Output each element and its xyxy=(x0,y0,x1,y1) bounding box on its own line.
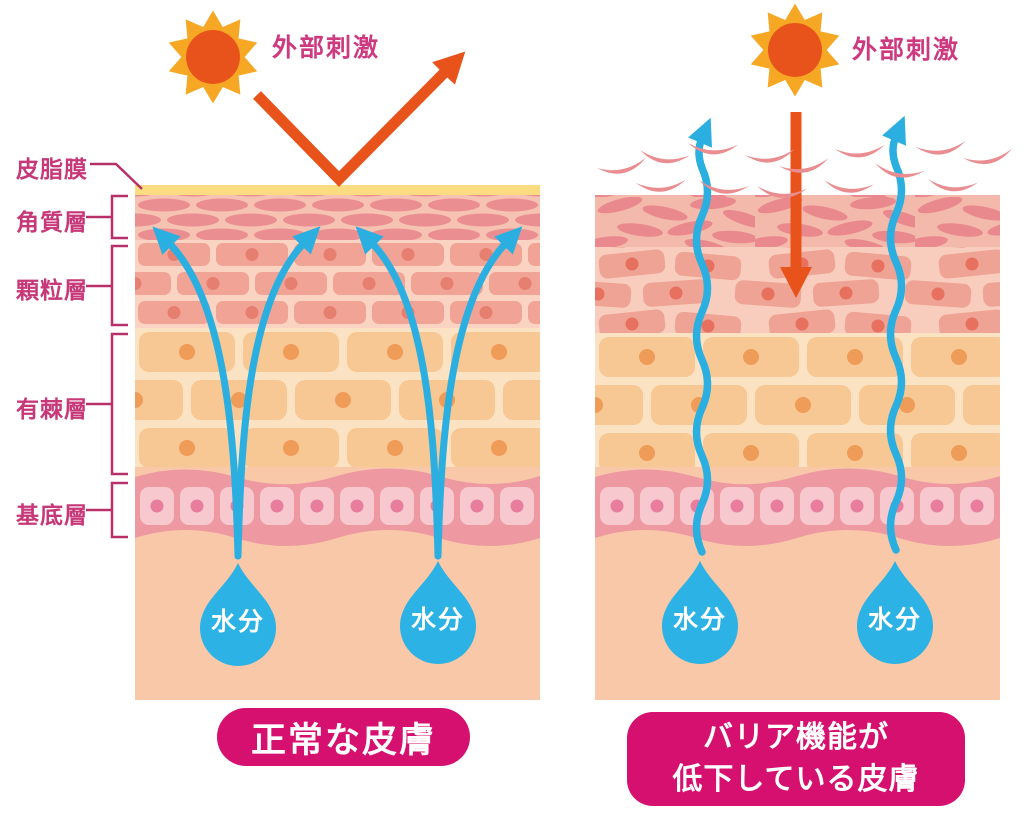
sun-icon xyxy=(750,3,840,97)
sebum-film-layer xyxy=(135,185,540,195)
spinous-layer xyxy=(595,333,1000,473)
left-skin-panel xyxy=(135,185,540,700)
caption-barrier-line2: 低下している皮膚 xyxy=(672,763,920,796)
layer-label-stratum-corneum: 角質層 xyxy=(16,209,88,235)
layer-brackets xyxy=(86,162,143,539)
external-stimulus-label-right: 外部刺激 xyxy=(852,36,961,64)
layer-label-spinous: 有棘層 xyxy=(16,396,88,422)
stratum-corneum-layer xyxy=(135,195,540,240)
spinous-bracket xyxy=(86,332,128,476)
granular-bracket xyxy=(86,244,128,327)
sun-icon xyxy=(168,10,258,104)
damaged-granular-layer xyxy=(595,247,1000,333)
corneum-bracket xyxy=(86,194,128,240)
caption-normal-skin: 正常な皮膚 xyxy=(217,708,470,766)
caption-normal-skin-text: 正常な皮膚 xyxy=(250,720,436,760)
caption-barrier-line1: バリア機能が xyxy=(703,721,889,754)
granular-layer xyxy=(135,240,540,328)
stimulus-bounce-arrow xyxy=(253,51,466,187)
damaged-stratum-corneum-layer xyxy=(595,195,1000,247)
external-stimulus-label-left: 外部刺激 xyxy=(272,34,381,62)
layer-label-basal: 基底層 xyxy=(16,502,88,528)
right-skin-panel xyxy=(595,195,1000,700)
caption-barrier-impaired-skin: バリア機能が 低下している皮膚 xyxy=(627,712,965,806)
layer-label-sebum-film: 皮脂膜 xyxy=(16,156,88,182)
layer-label-granular: 顆粒層 xyxy=(16,277,88,303)
basal-bracket xyxy=(86,481,128,539)
spinous-layer xyxy=(135,328,540,473)
